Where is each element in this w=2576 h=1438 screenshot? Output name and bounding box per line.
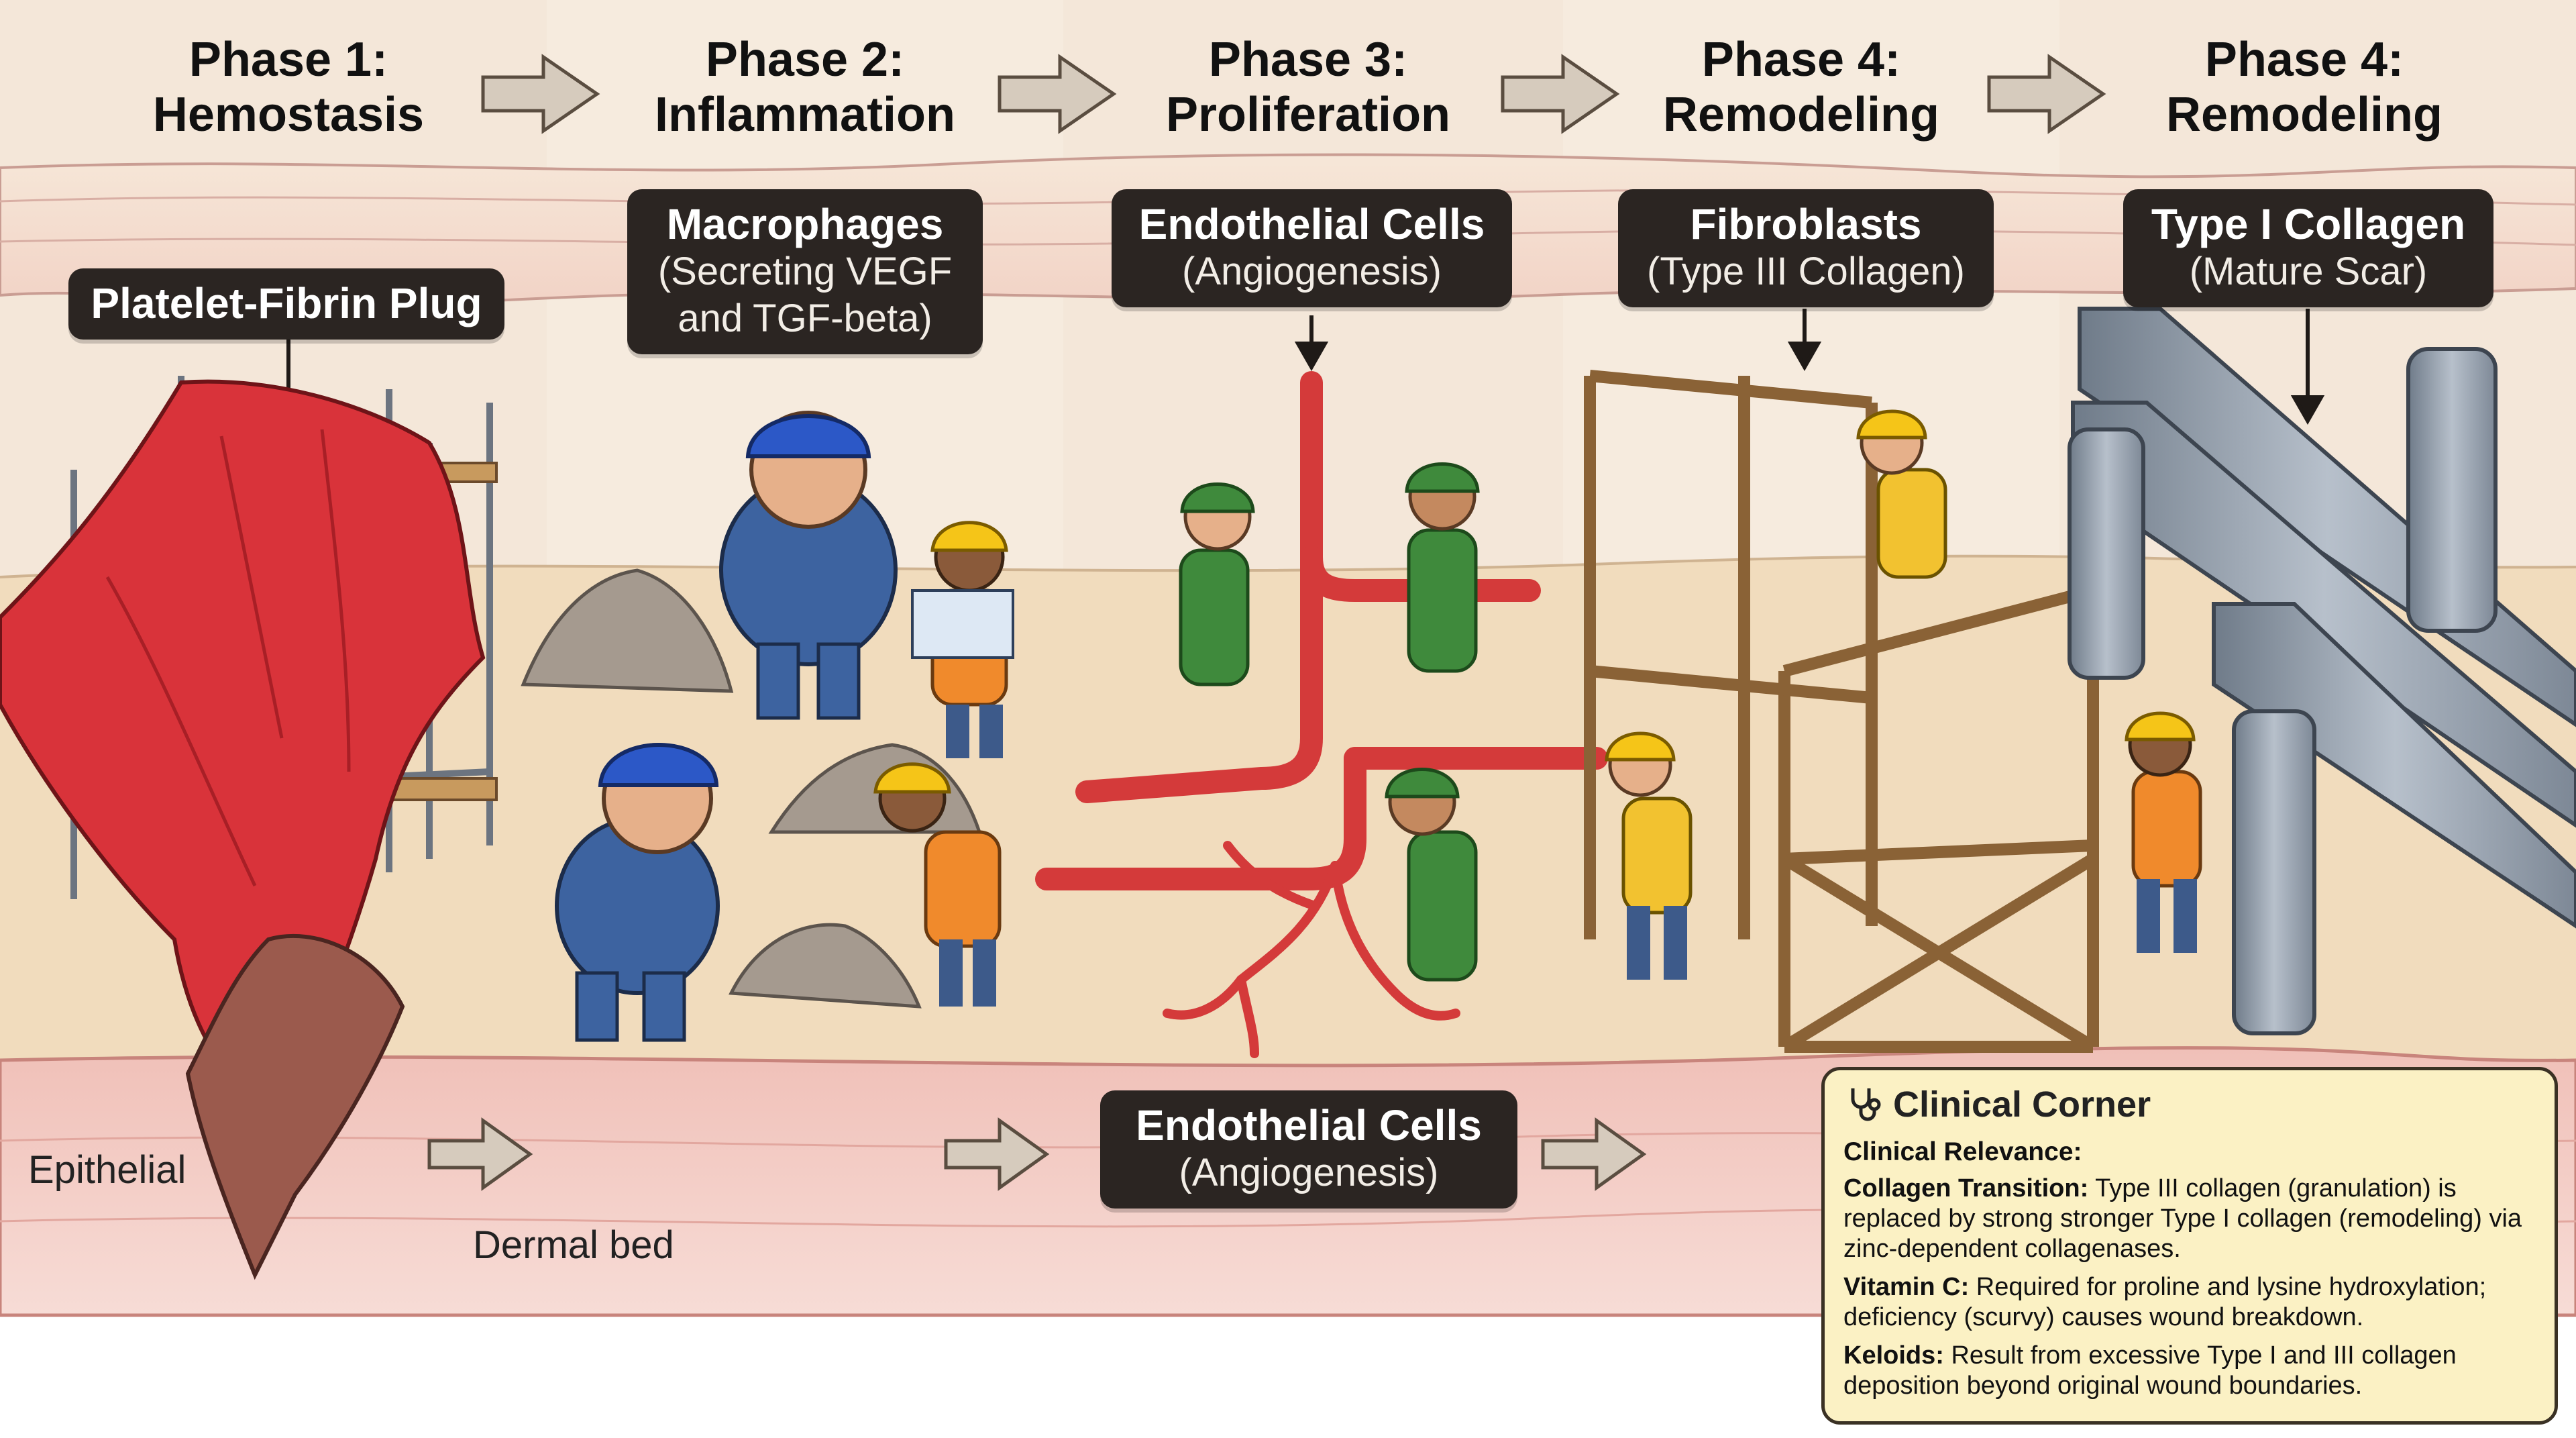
macrophages-label: Macrophages (Secreting VEGF and TGF-beta… xyxy=(627,189,983,354)
stethoscope-icon xyxy=(1851,1088,1881,1121)
fibroblast-workers xyxy=(1605,409,1947,980)
phase-4-header: Phase 4: Remodeling xyxy=(1613,32,1989,142)
phase-3-name: Proliferation xyxy=(1165,88,1451,142)
phase-2-name: Inflammation xyxy=(654,88,956,142)
phase-4-name: Remodeling xyxy=(1662,88,1940,142)
phase-5-number: Phase 4: xyxy=(2204,33,2404,87)
wound-crack xyxy=(185,933,405,1280)
phase-2-header: Phase 2: Inflammation xyxy=(617,32,993,142)
phase-arrow-3 xyxy=(1501,54,1620,134)
type-i-collagen-label: Type I Collagen (Mature Scar) xyxy=(2123,189,2493,307)
endothelial-cells-label-bottom: Endothelial Cells (Angiogenesis) xyxy=(1100,1090,1517,1209)
clinical-corner-panel: Clinical Corner Clinical Relevance: Coll… xyxy=(1821,1067,2558,1425)
phase-2-number: Phase 2: xyxy=(705,33,905,87)
phase-arrow-1 xyxy=(481,54,600,134)
clinical-corner-header: Clinical Corner xyxy=(1843,1084,2536,1125)
phase-3-header: Phase 3: Proliferation xyxy=(1120,32,1496,142)
clinical-relevance-heading: Clinical Relevance: xyxy=(1843,1137,2082,1166)
platelet-fibrin-plug-label: Platelet-Fibrin Plug xyxy=(68,268,504,340)
phase-4-number: Phase 4: xyxy=(1701,33,1901,87)
phase-1-number: Phase 1: xyxy=(189,33,388,87)
hard-hat-icon xyxy=(745,414,871,458)
steel-beams xyxy=(2068,307,2576,1035)
phase-arrow-4 xyxy=(1987,54,2106,134)
debris-piles xyxy=(521,568,982,1009)
blood-vessel-pipes xyxy=(1035,371,1608,890)
worker-shoveling xyxy=(873,762,1002,1007)
phase-5-header: Phase 4: Remodeling xyxy=(2116,32,2492,142)
epithelial-layer-label: Epithelial xyxy=(28,1148,186,1192)
endothelial-cells-label-top: Endothelial Cells (Angiogenesis) xyxy=(1112,189,1512,307)
macrophage-worker-1 xyxy=(719,411,898,720)
capillary-branches xyxy=(1163,841,1460,1058)
dermal-bed-label: Dermal bed xyxy=(473,1223,674,1267)
phase-3-number: Phase 3: xyxy=(1208,33,1408,87)
clinical-item-vitamin-c: Vitamin C: Required for proline and lysi… xyxy=(1843,1273,2487,1331)
phase-5-name: Remodeling xyxy=(2165,88,2443,142)
phase-1-name: Hemostasis xyxy=(152,88,425,142)
worker-with-blueprint xyxy=(911,521,1014,758)
right-arrow-icon xyxy=(427,1117,1647,1191)
phase-1-header: Phase 1: Hemostasis xyxy=(101,32,476,142)
collagen-worker xyxy=(2125,711,2202,953)
phase-arrow-2 xyxy=(998,54,1117,134)
macrophage-worker-2 xyxy=(555,743,720,1042)
fibroblasts-label: Fibroblasts (Type III Collagen) xyxy=(1618,189,1994,307)
clinical-item-collagen-transition: Collagen Transition: Type III collagen (… xyxy=(1843,1174,2522,1263)
clinical-item-keloids: Keloids: Result from excessive Type I an… xyxy=(1843,1341,2457,1400)
endothelial-workers xyxy=(1179,462,1480,982)
clinical-corner-title: Clinical Corner xyxy=(1893,1084,2151,1125)
